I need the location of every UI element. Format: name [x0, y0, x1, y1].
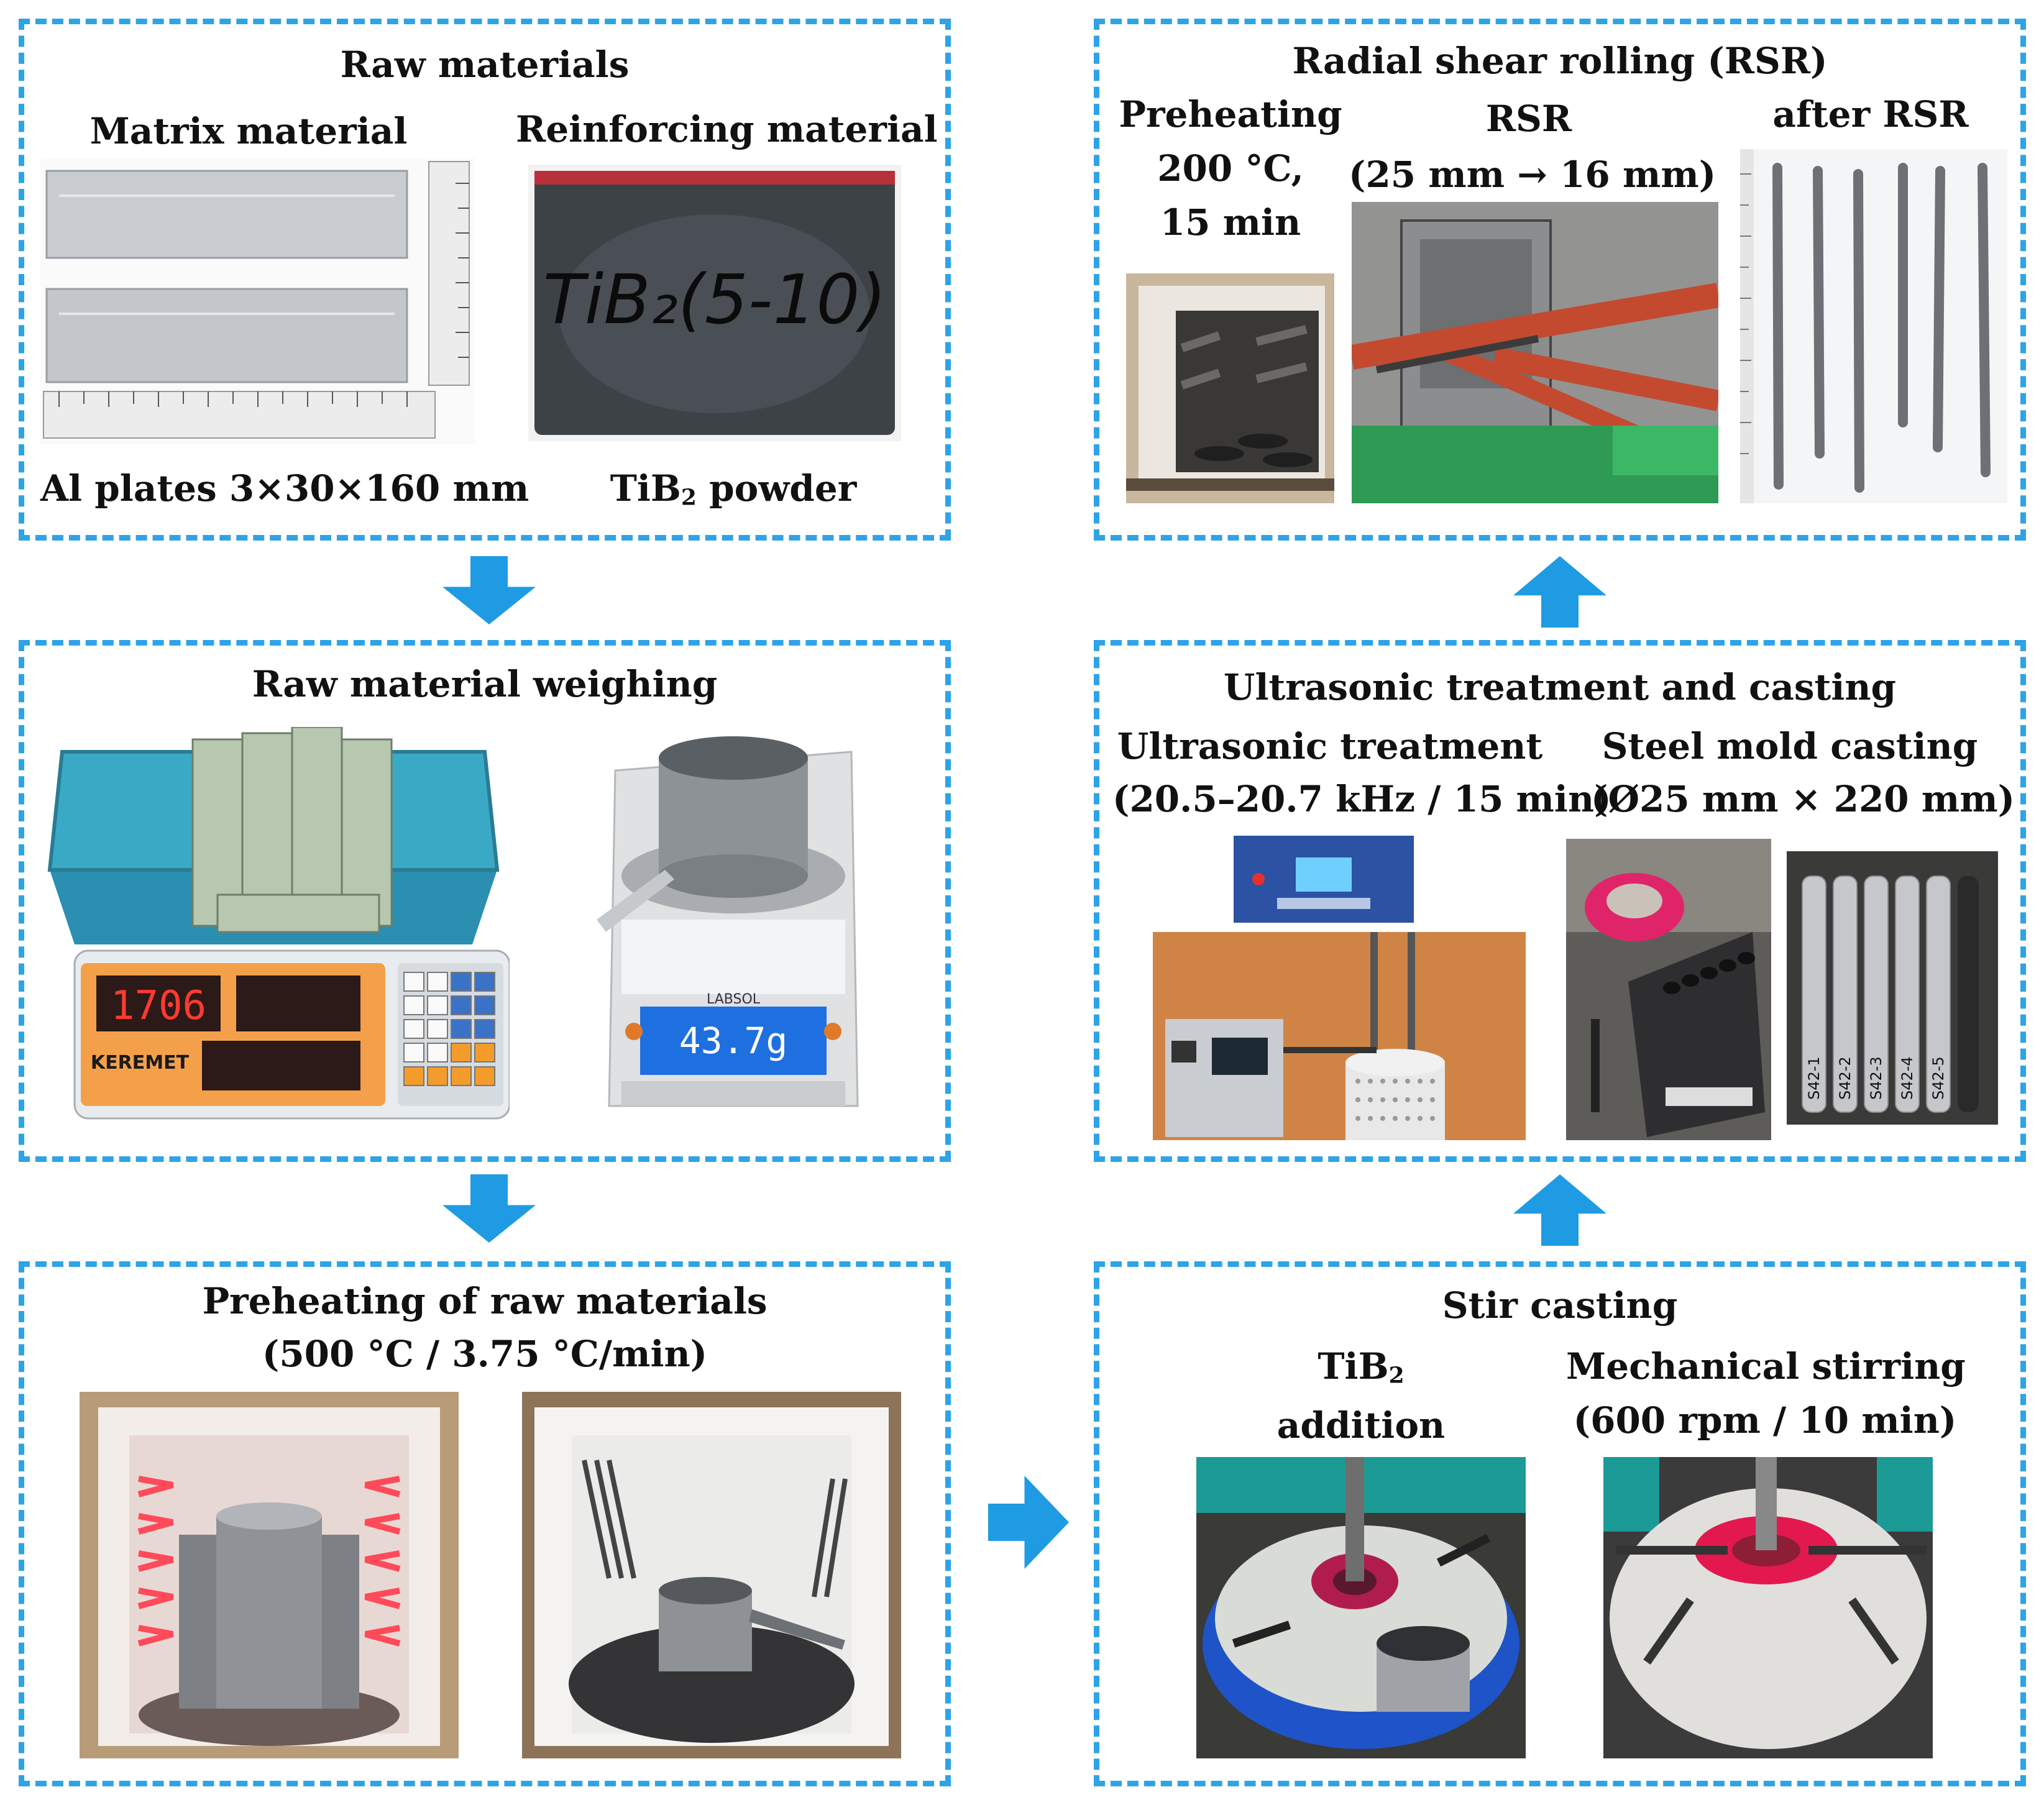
- raw-materials-box: [19, 19, 951, 541]
- preheating-title-line1: Preheating of raw materials: [202, 1280, 768, 1322]
- ultrasonic-treatment-line1: Ultrasonic treatment: [1117, 725, 1543, 767]
- scale1-brand: KEREMET: [91, 1052, 190, 1074]
- weighing-box: [19, 640, 951, 1162]
- scale1-readout: 1706: [111, 983, 206, 1029]
- arrow-up-lower: [1513, 1174, 1606, 1246]
- tib2-caption-rest: powder: [696, 467, 857, 510]
- tib2-addition-photo: [1196, 1457, 1526, 1758]
- rsr-title: Radial shear rolling (RSR): [1292, 40, 1828, 82]
- al-plates-photo: [40, 158, 475, 444]
- matrix-material-label: Matrix material: [89, 110, 408, 152]
- rsr-mill-photo: [1352, 202, 1718, 503]
- mechanical-stirring-photo: [1603, 1457, 1933, 1758]
- arrow-right: [988, 1476, 1069, 1569]
- analytical-balance-photo: 43.7g LABSOL: [597, 733, 870, 1118]
- al-plates-caption: Al plates 3×30×160 mm: [40, 467, 529, 510]
- sample-label-1: S42-1: [1805, 1056, 1823, 1100]
- ultrasonic-box: [1094, 640, 2026, 1162]
- tib2-addition-sub: 2: [1388, 1362, 1405, 1389]
- steel-mold-casting-line1: Steel mold casting: [1602, 725, 1978, 767]
- stir-casting-box: [1094, 1261, 2026, 1786]
- tib2-caption-sub: 2: [681, 484, 697, 511]
- arrow-down-1: [442, 556, 536, 624]
- rsr-preheat-line1: Preheating: [1119, 93, 1342, 135]
- reinforcing-material-label: Reinforcing material: [516, 108, 938, 150]
- ultrasonic-title: Ultrasonic treatment and casting: [1223, 666, 1897, 708]
- rsr-box: [1094, 19, 2026, 541]
- rsr-preheating-furnace-photo: [1126, 273, 1334, 503]
- ultrasonic-setup-photo: [1153, 932, 1526, 1140]
- furnace-heating-photo: [80, 1392, 459, 1758]
- mechanical-stirring-line1: Mechanical stirring: [1566, 1345, 1966, 1387]
- rsr-process-line1: RSR: [1485, 98, 1572, 140]
- ultrasonic-treatment-line2: (20.5–20.7 kHz / 15 min): [1112, 778, 1611, 820]
- bag-label-text: TiB₂(5-10): [543, 260, 887, 339]
- tib2-powder-bag-photo: TiB₂(5-10): [528, 165, 901, 441]
- after-rsr-label: after RSR: [1772, 93, 1969, 135]
- rsr-preheat-line2: 200 °C,: [1157, 147, 1304, 190]
- arrow-down-2: [442, 1174, 536, 1243]
- tib2-caption-main: TiB: [610, 467, 681, 510]
- sample-label-3: S42-3: [1868, 1056, 1885, 1100]
- stir-casting-title: Stir casting: [1442, 1284, 1678, 1327]
- sample-label-4: S42-4: [1899, 1056, 1916, 1100]
- ultrasonic-generator-photo: [1234, 836, 1414, 923]
- raw-materials-title: Raw materials: [340, 43, 630, 86]
- steel-mold-photo: [1566, 839, 1771, 1140]
- tib2-powder-caption: TiB2 powder: [559, 466, 907, 511]
- sample-label-2: S42-2: [1836, 1056, 1854, 1100]
- weighing-scale-photo: 1706 KEREMET: [37, 727, 510, 1122]
- scale2-brand: LABSOL: [707, 992, 761, 1007]
- rsr-process-line2: (25 mm → 16 mm): [1349, 153, 1716, 196]
- after-rsr-rods-photo: [1740, 149, 2007, 503]
- mechanical-stirring-line2: (600 rpm / 10 min): [1573, 1399, 1957, 1442]
- weighing-title: Raw material weighing: [252, 663, 718, 705]
- sample-label-5: S42-5: [1930, 1056, 1947, 1100]
- arrow-up-upper: [1513, 556, 1606, 628]
- tib2-addition-line2: addition: [1276, 1404, 1446, 1446]
- preheating-box: [19, 1261, 951, 1786]
- furnace-crucible-photo: [522, 1392, 901, 1758]
- preheating-title-line2: (500 °C / 3.75 °C/min): [262, 1333, 708, 1375]
- cast-samples-photo: S42-1 S42-2 S42-3 S42-4 S42-5: [1787, 851, 1998, 1125]
- scale2-readout: 43.7g: [679, 1020, 788, 1062]
- tib2-addition-main: TiB: [1318, 1345, 1389, 1387]
- rsr-preheat-line3: 15 min: [1160, 201, 1301, 244]
- steel-mold-casting-line2: (Ø25 mm × 220 mm): [1591, 778, 2015, 820]
- tib2-addition-line1: TiB2: [1181, 1344, 1541, 1389]
